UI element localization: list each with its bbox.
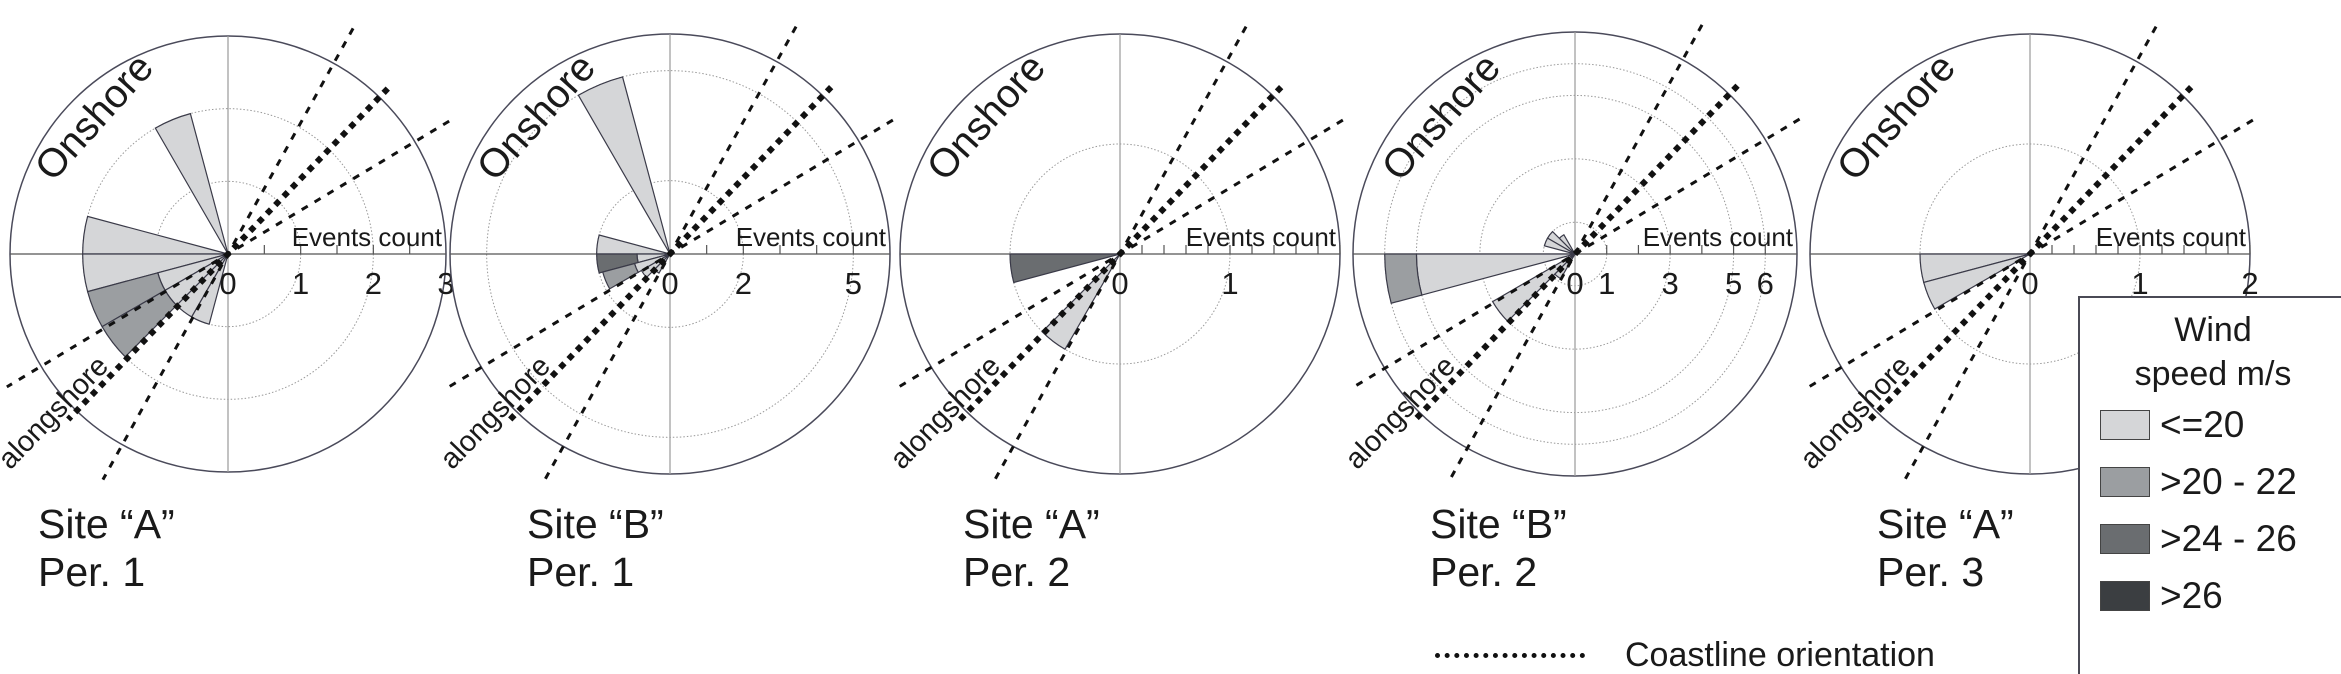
legend-label: <=20 xyxy=(2160,403,2245,445)
sector-bar-c1 xyxy=(82,215,229,255)
period-label: Per. 2 xyxy=(963,549,1071,595)
sector-bar-c1 xyxy=(596,234,671,255)
site-label: Site “A” xyxy=(38,501,175,547)
coastline-legend-label: Coastline orientation xyxy=(1625,636,1935,674)
plot-2-caption: Site “B” Per. 1 xyxy=(527,500,664,596)
sector-bar-c1 xyxy=(190,253,229,325)
legend-item: >24 - 26 xyxy=(2100,510,2341,567)
tick-label: 1 xyxy=(1598,266,1615,301)
axis-title-events-count: Events count xyxy=(1643,222,1794,252)
sector-bar-c1 xyxy=(577,76,671,255)
axis-title-events-count: Events count xyxy=(292,222,443,252)
sector-bar-c2 xyxy=(601,262,640,290)
tick-label: 2 xyxy=(735,266,752,301)
wind-speed-legend: Wind speed m/s <=20 >20 - 22 >24 - 26 >26 xyxy=(2078,296,2341,674)
legend-label: >24 - 26 xyxy=(2160,517,2297,559)
legend-swatch xyxy=(2100,580,2150,611)
tick-label: 0 xyxy=(219,266,236,301)
tick-label: 1 xyxy=(1221,266,1238,301)
period-label: Per. 3 xyxy=(1877,549,1985,595)
period-label: Per. 2 xyxy=(1430,549,1538,595)
sector-bar-c1 xyxy=(1491,253,1576,323)
sector-bar-c2 xyxy=(86,272,166,328)
legend-swatch xyxy=(2100,466,2150,497)
axis-title-events-count: Events count xyxy=(736,222,887,252)
tick-label: 3 xyxy=(1662,266,1679,301)
coastline-orientation-line xyxy=(1866,85,2194,423)
tick-label: 5 xyxy=(1725,266,1742,301)
tick-label: 0 xyxy=(1566,266,1583,301)
legend-title: Wind speed m/s xyxy=(2080,308,2341,396)
coastline-swatch xyxy=(1435,653,1585,658)
sector-bar-c1 xyxy=(154,112,229,255)
tick-label: 2 xyxy=(365,266,382,301)
coastline-orientation-line xyxy=(66,86,390,422)
coastline-range-line xyxy=(1349,117,1801,391)
tick-label: 0 xyxy=(2021,266,2038,301)
axis-title-events-count: Events count xyxy=(2096,222,2247,252)
site-label: Site “A” xyxy=(963,501,1100,547)
site-label: Site “B” xyxy=(1430,501,1567,547)
legend-label: >20 - 22 xyxy=(2160,460,2297,502)
coastline-orientation-line xyxy=(506,85,834,423)
legend-item: <=20 xyxy=(2100,396,2341,453)
legend-swatch xyxy=(2100,523,2150,554)
period-label: Per. 1 xyxy=(38,549,146,595)
tick-label: 0 xyxy=(661,266,678,301)
legend-title-line1: Wind xyxy=(2174,311,2252,349)
coastline-legend: Coastline orientation xyxy=(1435,636,1935,674)
legend-title-line2: speed m/s xyxy=(2134,355,2292,393)
sector-bar-c2 xyxy=(1384,253,1423,304)
tick-label: 1 xyxy=(292,266,309,301)
tick-label: 1 xyxy=(2131,266,2148,301)
tick-label: 0 xyxy=(1111,266,1128,301)
legend-item: >26 xyxy=(2100,567,2341,624)
plot-3-caption: Site “A” Per. 2 xyxy=(963,500,1100,596)
legend-label: >26 xyxy=(2160,574,2223,616)
site-label: Site “A” xyxy=(1877,501,2014,547)
legend-swatch xyxy=(2100,409,2150,440)
coastline-orientation-line xyxy=(956,85,1284,423)
sector-bar-c1 xyxy=(1543,237,1576,255)
plot-5-caption: Site “A” Per. 3 xyxy=(1877,500,2014,596)
sector-bar-c3 xyxy=(596,253,639,274)
site-label: Site “B” xyxy=(527,501,664,547)
axis-title-events-count: Events count xyxy=(1186,222,1337,252)
tick-label: 5 xyxy=(845,266,862,301)
sector-bar-c1 xyxy=(1923,253,2031,310)
period-label: Per. 1 xyxy=(527,549,635,595)
plot-4-caption: Site “B” Per. 2 xyxy=(1430,500,1567,596)
sector-bar-c3 xyxy=(1009,253,1121,284)
sector-bar-c1 xyxy=(1546,230,1576,255)
tick-label: 2 xyxy=(2241,266,2258,301)
tick-label: 6 xyxy=(1757,266,1774,301)
coastline-orientation-line xyxy=(1410,83,1740,425)
legend-item: >20 - 22 xyxy=(2100,453,2341,510)
plot-1-caption: Site “A” Per. 1 xyxy=(38,500,175,596)
